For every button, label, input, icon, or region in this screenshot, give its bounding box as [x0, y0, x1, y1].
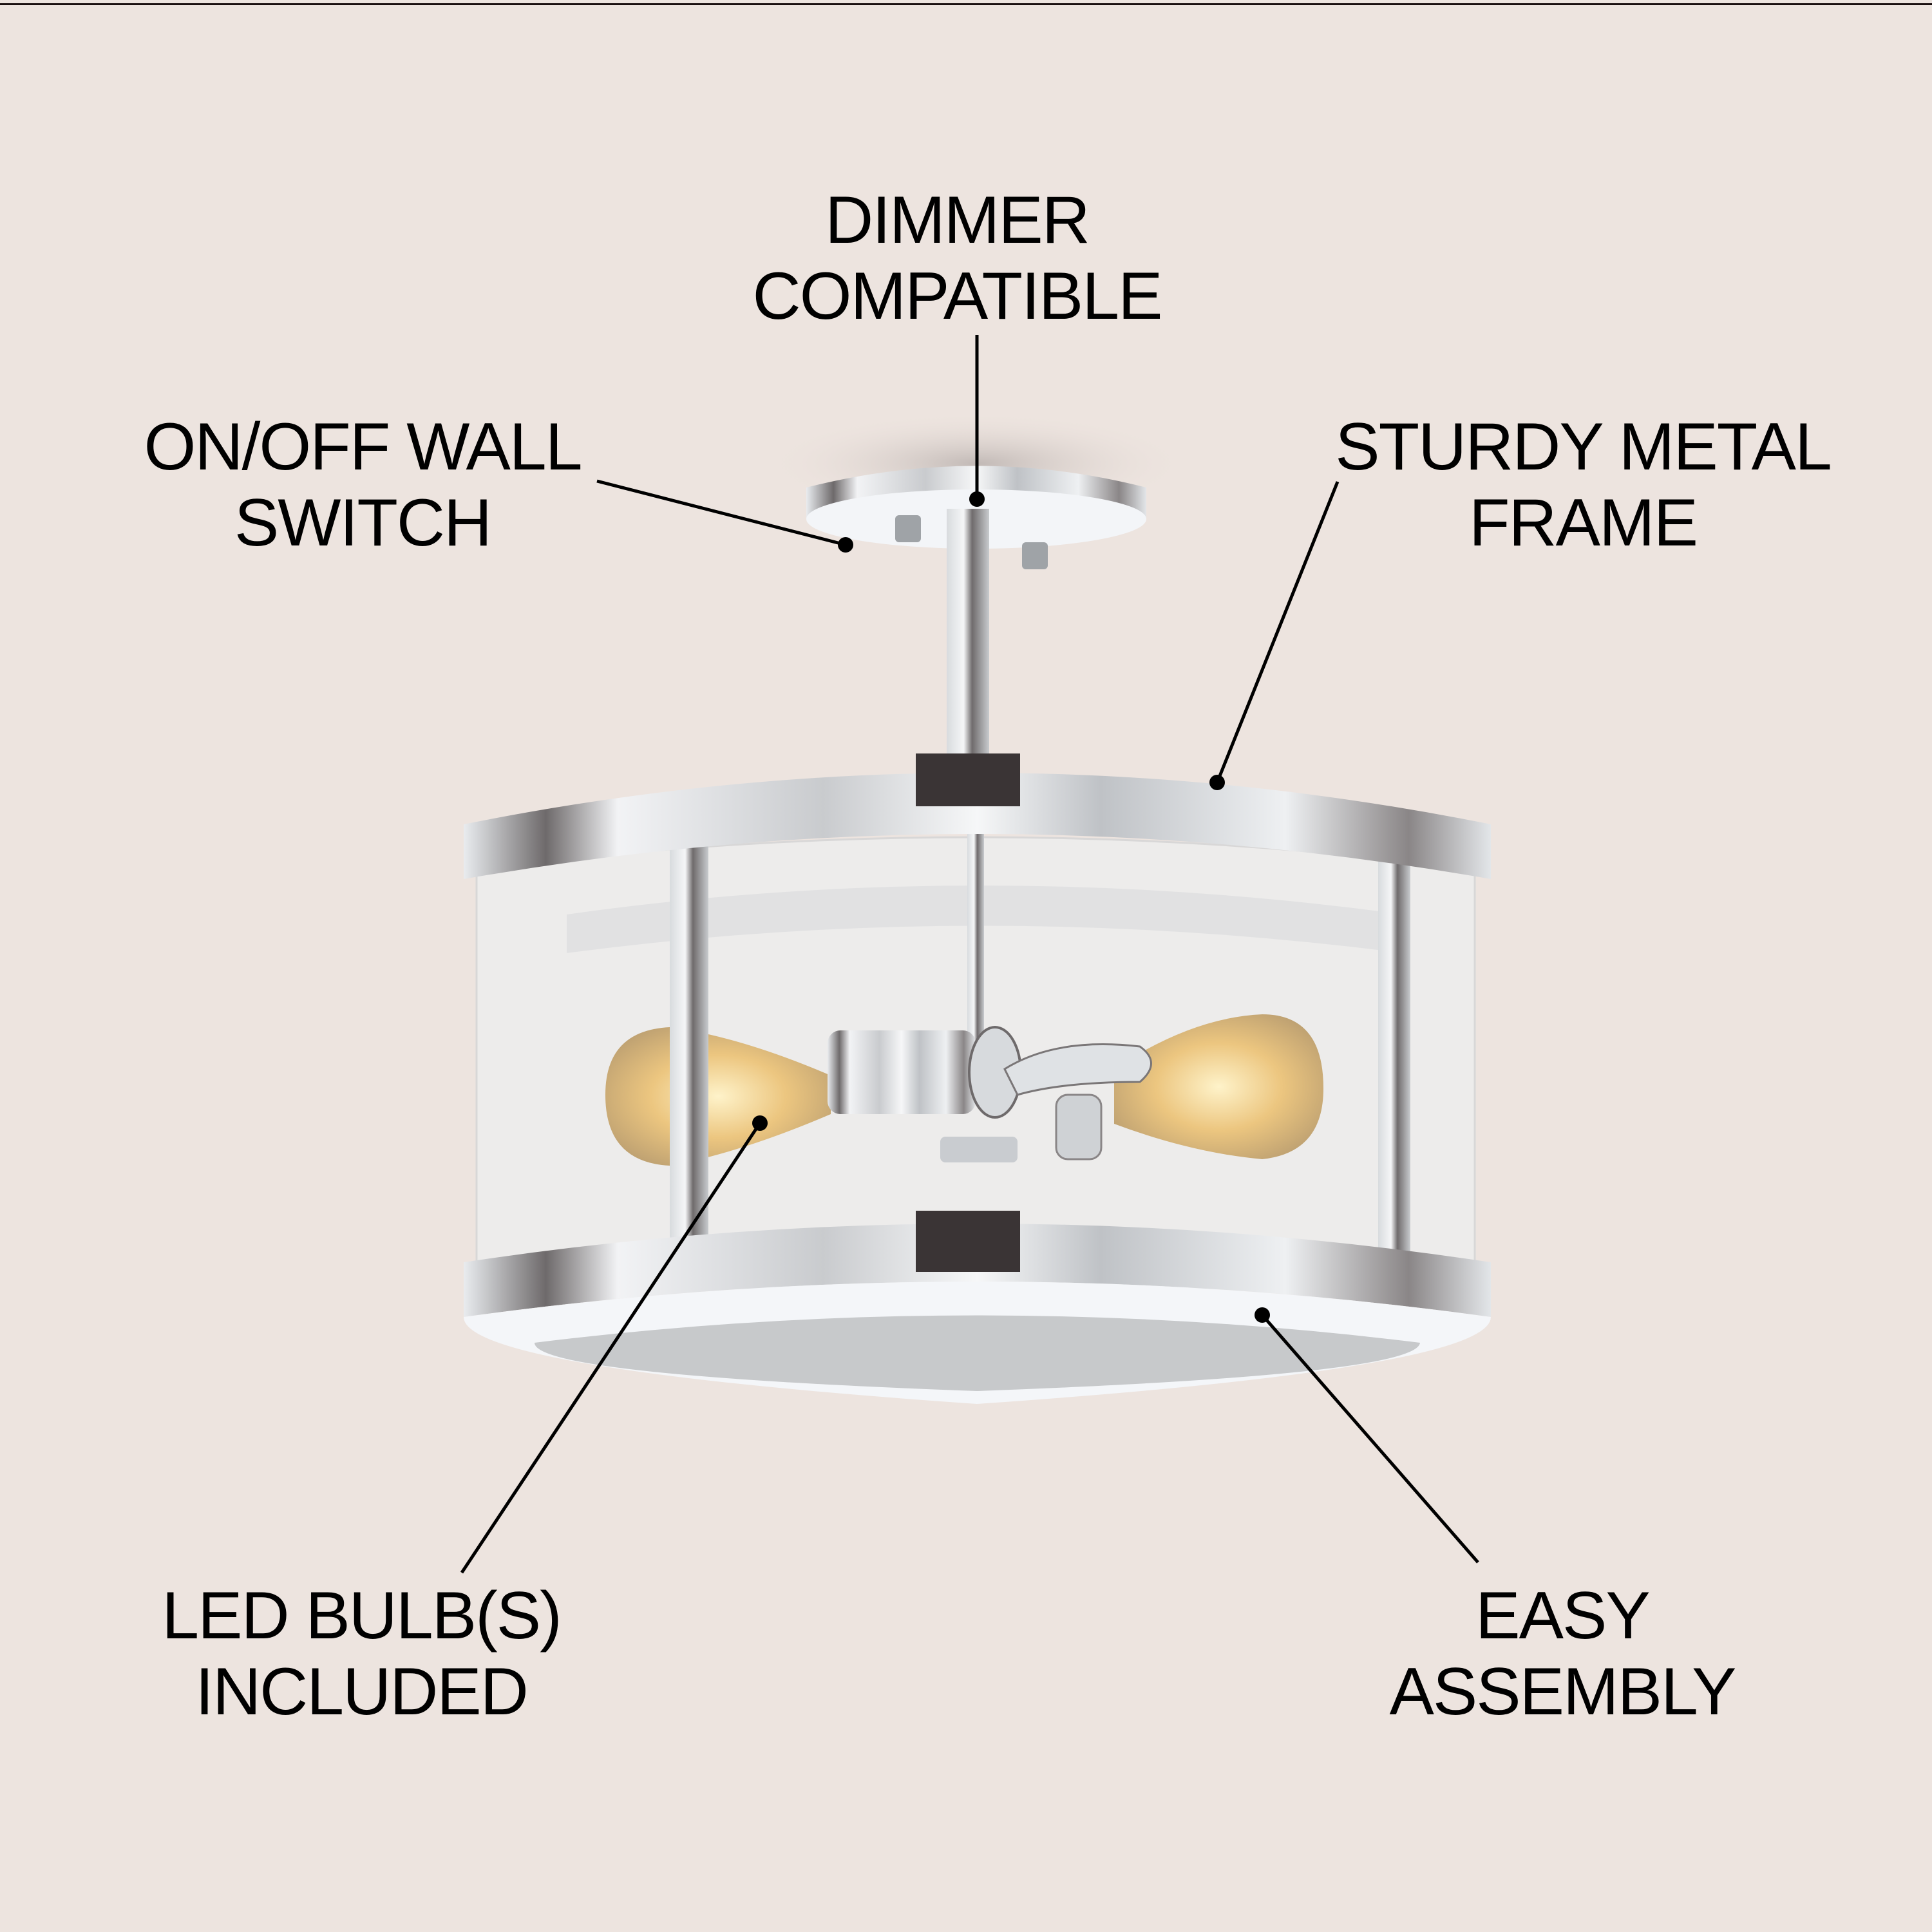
callout-line: STURDY METAL [1335, 410, 1832, 484]
callout-line: SWITCH [234, 486, 492, 560]
callout-leaders [460, 335, 1479, 1574]
callout-line: COMPATIBLE [752, 259, 1163, 334]
callout-line: ON/OFF WALL [144, 410, 582, 484]
callout-dimmer-compatible: DIMMER COMPATIBLE [752, 182, 1163, 334]
leader-bulbs [460, 1122, 762, 1574]
bulb-right [1114, 1014, 1323, 1159]
frame-post-left [670, 837, 708, 1265]
bulb-left [605, 1027, 831, 1166]
callout-easy-assembly: EASY ASSEMBLY [1389, 1578, 1737, 1730]
leader-switch [596, 479, 846, 547]
frame-post-right [1378, 850, 1410, 1262]
callout-line: INCLUDED [195, 1654, 529, 1729]
callout-line: EASY [1475, 1578, 1650, 1653]
bottom-frame-band [464, 1211, 1491, 1404]
stem [947, 509, 989, 753]
leader-frame [1215, 481, 1340, 783]
callout-line: ASSEMBLY [1389, 1654, 1737, 1729]
callout-sturdy-metal-frame: STURDY METAL FRAME [1335, 409, 1832, 561]
callout-line: LED BULB(S) [162, 1578, 562, 1653]
callout-line: FRAME [1468, 486, 1698, 560]
top-frame-band [464, 753, 1491, 879]
socket-left [828, 1030, 976, 1114]
callout-on-off-wall-switch: ON/OFF WALL SWITCH [144, 409, 582, 561]
callout-line: DIMMER [825, 183, 1090, 258]
leader-assembly [1261, 1314, 1479, 1564]
top-border-line [0, 3, 1932, 5]
callout-led-bulbs-included: LED BULB(S) INCLUDED [162, 1578, 562, 1730]
